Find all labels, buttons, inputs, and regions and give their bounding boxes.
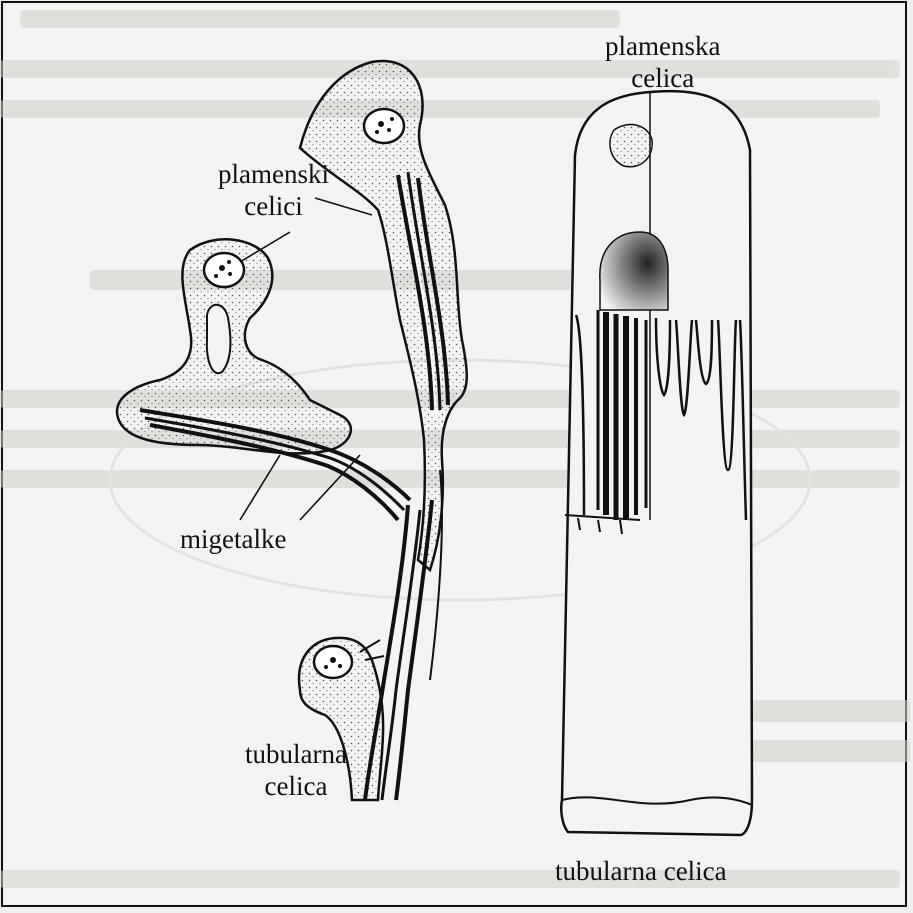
label-tubularna-celica-right: tubularna celica [555,855,727,887]
bleed-through-background [0,10,910,888]
label-tubularna-celica-right-text: tubularna celica [555,855,727,887]
label-tubularna-celica-left: tubularna celica [245,738,347,802]
label-plamenski-celici-line1: plamenski [218,158,329,190]
label-migetalke: migetalke [180,523,286,555]
right-flame-cell [561,91,752,835]
label-plamenska-celica: plamenska celica [605,30,720,94]
label-plamenska-celica-line2: celica [605,62,720,94]
label-tubularna-celica-left-line2: celica [245,770,347,802]
label-migetalke-text: migetalke [180,523,286,555]
label-tubularna-celica-left-line1: tubularna [245,738,347,770]
label-plamenska-celica-line1: plamenska [605,30,720,62]
label-plamenski-celici-line2: celici [218,190,329,222]
label-plamenski-celici: plamenski celici [218,158,329,222]
